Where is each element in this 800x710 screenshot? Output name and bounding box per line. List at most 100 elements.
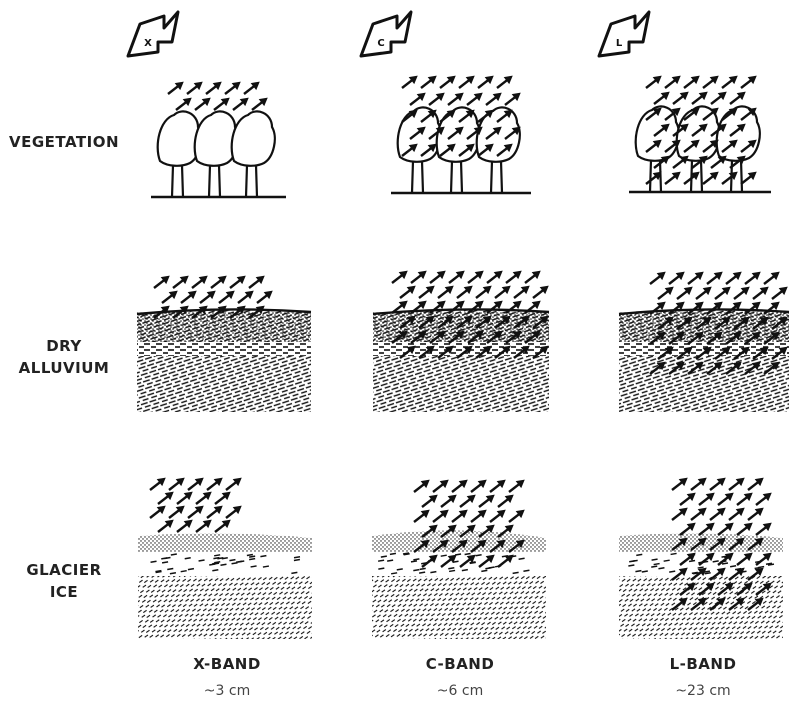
backscatter-arrow-icon: [668, 361, 685, 375]
ice-grain: [169, 571, 177, 575]
ice-grain: [250, 565, 257, 568]
backscatter-arrow-icon: [161, 290, 178, 304]
backscatter-arrow-icon: [213, 97, 230, 111]
tree-trunk: [410, 160, 425, 194]
backscatter-arrow-icon: [664, 139, 681, 153]
snow-crust-layer: [138, 533, 312, 552]
backscatter-arrow-icon: [218, 290, 235, 304]
backscatter-arrow-icon: [690, 567, 707, 581]
ice-grain: [212, 569, 219, 572]
ice-grain: [635, 569, 642, 573]
backscatter-arrow-icon: [256, 290, 273, 304]
backscatter-arrow-icon: [690, 597, 707, 611]
backscatter-arrow-icon: [664, 171, 681, 185]
backscatter-arrow-icon: [432, 479, 449, 493]
backscatter-arrow-icon: [505, 270, 522, 284]
row-label-line: VEGETATION: [8, 133, 120, 151]
backscatter-arrow-icon: [747, 507, 764, 521]
backscatter-arrow-icon: [478, 524, 495, 538]
backscatter-arrow-icon: [736, 582, 753, 596]
ice-grain: [651, 558, 658, 561]
backscatter-arrow-icon: [702, 139, 719, 153]
backscatter-arrow-icon: [664, 75, 681, 89]
ice-grain: [164, 556, 171, 560]
backscatter-arrow-icon: [504, 92, 521, 106]
backscatter-arrow-icon: [721, 171, 738, 185]
ice-grain: [518, 557, 525, 561]
backscatter-arrow-icon: [409, 126, 426, 140]
ice-grain: [670, 552, 677, 556]
glacier-ice-layer: [372, 575, 546, 639]
ice-grain: [475, 553, 482, 557]
backscatter-arrow-icon: [187, 505, 204, 519]
ice-grain: [402, 552, 410, 555]
ice-grain: [653, 562, 660, 566]
band-name-c: C-BAND: [425, 655, 495, 673]
layered-sediment-layer: [137, 342, 311, 356]
backscatter-arrow-icon: [717, 552, 734, 566]
backscatter-arrow-icon: [649, 361, 666, 375]
row-label-line: DRY: [46, 337, 82, 355]
backscatter-arrow-icon: [513, 285, 530, 299]
backscatter-arrow-icon: [428, 126, 445, 140]
backscatter-arrow-icon: [439, 143, 456, 157]
tree-trunk: [689, 159, 704, 193]
backscatter-arrow-icon: [485, 92, 502, 106]
backscatter-arrow-icon: [494, 315, 511, 329]
ice-grain: [291, 571, 298, 575]
ice-grain: [217, 556, 224, 560]
backscatter-arrow-icon: [399, 345, 416, 359]
ice-grain: [198, 559, 205, 562]
ice-grain: [729, 565, 737, 568]
backscatter-arrow-icon: [671, 507, 688, 521]
backscatter-arrow-icon: [709, 597, 726, 611]
tree-trunk: [489, 160, 504, 194]
backscatter-arrow-icon: [485, 126, 502, 140]
backscatter-arrow-icon: [645, 75, 662, 89]
ice-grain: [419, 567, 426, 571]
backscatter-arrow-icon: [668, 271, 685, 285]
backscatter-arrow-icon: [679, 582, 696, 596]
backscatter-arrow-icon: [679, 522, 696, 536]
backscatter-arrow-icon: [418, 315, 435, 329]
tree-trunk: [244, 164, 259, 198]
tree-trunk: [207, 164, 222, 198]
band-letter: C: [377, 38, 384, 49]
radar-beam-icon: C: [359, 10, 413, 58]
backscatter-arrow-icon: [439, 75, 456, 89]
backscatter-arrow-icon: [420, 109, 437, 123]
backscatter-arrow-icon: [456, 345, 473, 359]
backscatter-arrow-icon: [679, 552, 696, 566]
backscatter-arrow-icon: [167, 81, 184, 95]
backscatter-arrow-icon: [721, 139, 738, 153]
ice-grain: [380, 555, 387, 558]
ice-grain: [481, 569, 488, 573]
backscatter-arrow-icon: [733, 286, 750, 300]
backscatter-arrow-icon: [744, 331, 761, 345]
backscatter-arrow-icon: [672, 123, 689, 137]
backscatter-arrow-icon: [710, 123, 727, 137]
backscatter-arrow-icon: [497, 554, 514, 568]
ice-grain: [641, 570, 648, 573]
backscatter-arrow-icon: [470, 509, 487, 523]
backscatter-arrow-icon: [175, 97, 192, 111]
backscatter-arrow-icon: [467, 330, 484, 344]
backscatter-arrow-icon: [740, 75, 757, 89]
backscatter-arrow-icon: [149, 477, 166, 491]
backscatter-arrow-icon: [771, 316, 788, 330]
backscatter-arrow-icon: [657, 346, 674, 360]
backscatter-arrow-icon: [199, 290, 216, 304]
backscatter-arrow-icon: [496, 143, 513, 157]
ice-grain: [464, 552, 471, 556]
backscatter-arrow-icon: [508, 509, 525, 523]
backscatter-arrow-icon: [176, 491, 193, 505]
backscatter-arrow-icon: [180, 290, 197, 304]
tree-trunk: [648, 159, 663, 193]
backscatter-arrow-icon: [153, 275, 170, 289]
backscatter-arrow-icon: [729, 155, 746, 169]
fine-sediment-layer: [619, 312, 789, 342]
backscatter-arrow-icon: [440, 494, 457, 508]
backscatter-arrow-icon: [391, 300, 408, 314]
backscatter-arrow-icon: [489, 539, 506, 553]
backscatter-arrow-icon: [668, 331, 685, 345]
